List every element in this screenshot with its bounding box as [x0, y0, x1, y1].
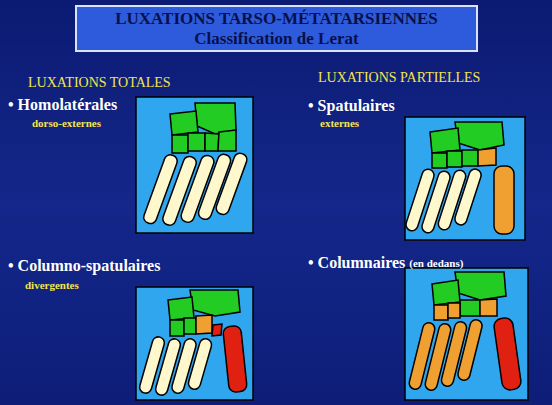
- panel: [136, 97, 253, 233]
- column-heading: LUXATIONS PARTIELLES: [318, 70, 480, 85]
- category-label: • Homolatérales: [8, 96, 117, 114]
- category-label: • Columno-spatulaires: [8, 257, 160, 275]
- title-text: LUXATIONS TARSO-MÉTATARSIENNES: [115, 9, 438, 29]
- subtype-label: externes: [320, 117, 359, 129]
- panel: [136, 287, 253, 400]
- category-label: • Spatulaires: [308, 97, 395, 115]
- panel: [405, 117, 525, 240]
- subtype-label: dorso-externes: [32, 117, 101, 129]
- subtype-label: divergentes: [25, 279, 79, 291]
- column-heading: LUXATIONS TOTALES: [28, 75, 171, 90]
- panel: [405, 268, 528, 400]
- category-label: • Columnaires: [308, 254, 405, 272]
- subtype-label: (en dedans): [409, 257, 463, 269]
- title-box: LUXATIONS TARSO-MÉTATARSIENNESClassifica…: [75, 5, 478, 52]
- title-text: Classification de Lerat: [194, 29, 358, 49]
